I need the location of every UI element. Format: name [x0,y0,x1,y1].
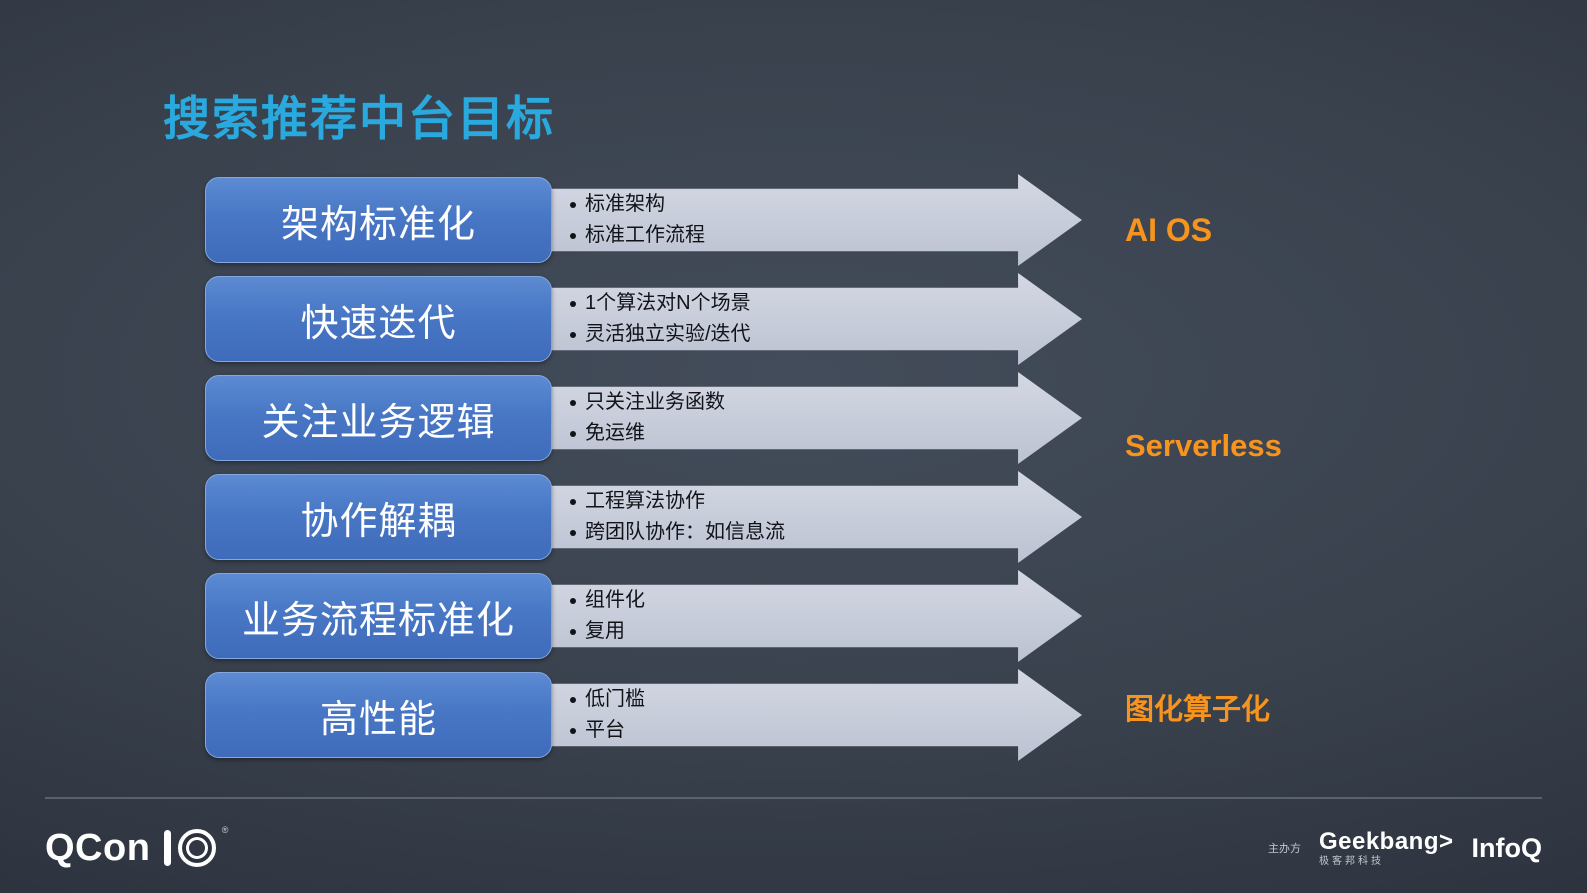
registered-mark-icon: ® [221,825,229,835]
annotation-graph: 图化算子化 [1125,694,1271,726]
bullet-list: 低门槛 平台 [568,684,1082,746]
goal-row: 架构标准化 标准架构 标准工作流程 [205,174,1082,266]
qcon-logo: QCon ® [45,825,228,870]
goal-label: 协作解耦 [300,500,457,543]
goal-label: 业务流程标准化 [241,599,515,642]
goal-box: 架构标准化 [205,177,552,263]
organizer-label: 主办方 [1267,843,1301,855]
goal-box: 高性能 [205,672,552,758]
goal-rows: 架构标准化 标准架构 标准工作流程 快速迭代 1个算法对N个场景 灵活独立实验/… [205,174,1082,761]
goal-row: 快速迭代 1个算法对N个场景 灵活独立实验/迭代 [205,273,1082,365]
goal-box: 协作解耦 [205,474,552,560]
bullet-item: 免运维 [568,418,1082,449]
geekbang-subtitle: 极客邦科技 [1318,855,1384,867]
bullet-item: 标准架构 [568,189,1082,220]
arrow-shape: 组件化 复用 [526,570,1082,662]
goal-box: 关注业务逻辑 [205,375,552,461]
geekbang-wordmark: Geekbang> [1318,827,1454,855]
goal-box: 业务流程标准化 [205,573,552,659]
bullet-item: 低门槛 [568,684,1082,715]
bullet-item: 标准工作流程 [568,220,1082,251]
goal-label: 高性能 [319,698,437,741]
footer: QCon ® 主办方 Geekbang> 极客邦科技 InfoQ [45,818,1542,878]
ten-ring-icon [178,829,217,867]
goal-row: 高性能 低门槛 平台 [205,669,1082,761]
page-title: 搜索推荐中台目标 [163,92,555,145]
qcon-wordmark: QCon [45,826,151,869]
bullet-item: 1个算法对N个场景 [568,288,1082,319]
bullet-list: 只关注业务函数 免运维 [568,387,1082,449]
annotation-ai-os: AI OS [1125,212,1213,248]
geekbang-logo: Geekbang> 极客邦科技 [1318,827,1454,867]
bullet-item: 工程算法协作 [568,486,1082,517]
goal-box: 快速迭代 [205,276,552,362]
arrow-shape: 1个算法对N个场景 灵活独立实验/迭代 [526,273,1082,365]
goal-label: 快速迭代 [300,302,457,345]
arrow-shape: 低门槛 平台 [526,669,1082,761]
goal-row: 关注业务逻辑 只关注业务函数 免运维 [205,372,1082,464]
qcon-ten-icon: ® [164,825,228,867]
bullet-list: 工程算法协作 跨团队协作：如信息流 [568,486,1082,548]
infoq-logo: InfoQ [1471,832,1542,863]
bullet-item: 跨团队协作：如信息流 [568,517,1082,548]
goal-row: 协作解耦 工程算法协作 跨团队协作：如信息流 [205,471,1082,563]
footer-divider [45,797,1542,799]
arrow-shape: 标准架构 标准工作流程 [526,174,1082,266]
goal-label: 关注业务逻辑 [261,401,496,444]
goal-row: 业务流程标准化 组件化 复用 [205,570,1082,662]
bullet-item: 复用 [568,616,1082,647]
bullet-item: 只关注业务函数 [568,387,1082,418]
bullet-item: 组件化 [568,585,1082,616]
bullet-list: 组件化 复用 [568,585,1082,647]
sponsor-logos: 主办方 Geekbang> 极客邦科技 InfoQ [1267,827,1542,867]
goal-label: 架构标准化 [280,203,476,246]
arrow-shape: 工程算法协作 跨团队协作：如信息流 [526,471,1082,563]
bullet-list: 1个算法对N个场景 灵活独立实验/迭代 [568,288,1082,350]
bullet-item: 灵活独立实验/迭代 [568,319,1082,350]
bullet-list: 标准架构 标准工作流程 [568,189,1082,251]
annotation-serverless: Serverless [1125,428,1282,463]
bullet-item: 平台 [568,715,1082,746]
arrow-shape: 只关注业务函数 免运维 [526,372,1082,464]
ten-bar-icon [164,830,172,866]
